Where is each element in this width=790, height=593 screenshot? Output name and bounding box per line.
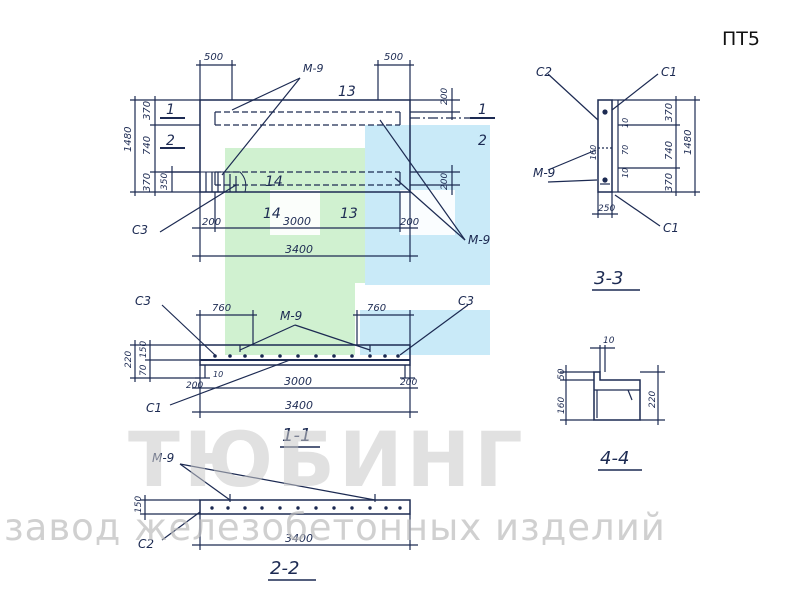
watermark-logo xyxy=(225,125,490,355)
plan-dim-bottom-200-left: 200 xyxy=(202,217,221,228)
s22-dim-150: 150 xyxy=(134,496,144,513)
plan-mark-14-bottom: 14 xyxy=(263,206,281,222)
s33-dim-10-top: 10 xyxy=(621,118,630,128)
s33-dim-370-bottom: 370 xyxy=(664,173,675,192)
s11-dim-150: 150 xyxy=(139,341,149,358)
plan-dim-left-350: 350 xyxy=(160,173,170,190)
plan-dim-top-right: 500 xyxy=(384,52,403,63)
s11-label-c3-right: С3 xyxy=(458,294,474,308)
s33-dim-250: 250 xyxy=(598,204,615,214)
product-code: ПТ5 xyxy=(722,28,760,50)
section-3-3 xyxy=(547,73,700,227)
s44-dim-50: 50 xyxy=(557,368,567,380)
plan-section-2-right: 2 xyxy=(478,133,487,149)
plan-dim-bottom-3400: 3400 xyxy=(285,243,313,256)
s22-title: 2-2 xyxy=(270,558,299,579)
s33-label-c1-bottom: С1 xyxy=(663,221,679,235)
plan-texts: 500 500 370 740 370 1480 350 200 3000 20… xyxy=(123,52,490,256)
plan-section-1-left: 1 xyxy=(166,102,175,118)
plan-mark-c3: С3 xyxy=(132,223,148,237)
watermark-tagline: завод железобетонных изделий xyxy=(4,506,666,549)
s44-dim-10: 10 xyxy=(603,336,615,346)
s33-dim-10-bottom: 10 xyxy=(621,168,630,178)
plan-dim-right-1: 200 xyxy=(440,88,450,105)
s33-dim-740: 740 xyxy=(664,141,675,160)
plan-mark-14-mid: 14 xyxy=(265,174,283,190)
s33-dim-1480: 1480 xyxy=(683,130,694,155)
s44-dim-160: 160 xyxy=(557,397,567,414)
plan-mark-13-bottom: 13 xyxy=(340,206,358,222)
section-3-3-texts: С2 С1 М-9 С1 370 740 370 1480 10 160 70 … xyxy=(533,65,694,291)
s44-dim-220: 220 xyxy=(648,391,658,408)
plan-mark-m9-right: М-9 xyxy=(468,233,490,247)
s11-dim-3000: 3000 xyxy=(284,375,312,388)
plan-dim-top-left: 500 xyxy=(204,52,223,63)
section-2-2 xyxy=(140,463,418,550)
s33-dim-70: 70 xyxy=(621,145,630,155)
plan-dim-left-2: 740 xyxy=(142,136,153,155)
plan-dim-left-1: 370 xyxy=(142,101,153,120)
s11-label-c1: С1 xyxy=(146,401,162,415)
plan-view xyxy=(130,60,495,262)
plan-section-2-left: 2 xyxy=(166,133,175,149)
section-1-1 xyxy=(130,304,469,418)
section-4-4 xyxy=(560,345,665,425)
plan-mark-13-top: 13 xyxy=(338,84,356,100)
s11-dim-220: 220 xyxy=(124,351,134,368)
s33-dim-370-top: 370 xyxy=(664,103,675,122)
plan-dim-right-2: 200 xyxy=(440,173,450,190)
s33-label-c2: С2 xyxy=(536,65,552,79)
s33-dim-160: 160 xyxy=(589,145,598,160)
s11-title: 1-1 xyxy=(282,425,311,446)
s11-dim-200-left: 200 xyxy=(186,381,203,391)
s11-dim-70: 70 xyxy=(139,364,149,376)
watermark-brand: ТЮБИНГ xyxy=(128,415,527,504)
s11-dim-10: 10 xyxy=(213,370,223,379)
section-4-4-texts: 10 50 160 220 4-4 xyxy=(557,336,658,471)
s22-label-c2: С2 xyxy=(138,537,154,551)
s11-dim-760-left: 760 xyxy=(212,303,231,314)
plan-dim-left-3: 370 xyxy=(142,173,153,192)
s33-label-c1-top: С1 xyxy=(661,65,677,79)
s11-label-m9: М-9 xyxy=(280,309,302,323)
s11-dim-760-right: 760 xyxy=(367,303,386,314)
plan-mark-m9-top: М-9 xyxy=(303,62,323,75)
plan-dim-bottom-200-right: 200 xyxy=(400,217,419,228)
s22-dim-3400: 3400 xyxy=(285,532,313,545)
plan-dim-bottom-3000: 3000 xyxy=(283,215,311,228)
s44-title: 4-4 xyxy=(600,448,629,469)
plan-dim-left-total: 1480 xyxy=(123,127,134,152)
s11-label-c3-left: С3 xyxy=(135,294,151,308)
s22-label-m9: М-9 xyxy=(152,451,174,465)
section-2-2-texts: М-9 С2 150 3400 2-2 xyxy=(134,451,316,581)
s11-dim-3400: 3400 xyxy=(285,399,313,412)
plan-section-1-right: 1 xyxy=(478,102,487,118)
section-1-1-texts: С3 М-9 С3 С1 760 760 220 150 70 200 10 3… xyxy=(124,294,474,448)
s11-dim-200-right: 200 xyxy=(400,378,417,388)
s33-title: 3-3 xyxy=(594,268,623,289)
s33-label-m9: М-9 xyxy=(533,166,555,180)
